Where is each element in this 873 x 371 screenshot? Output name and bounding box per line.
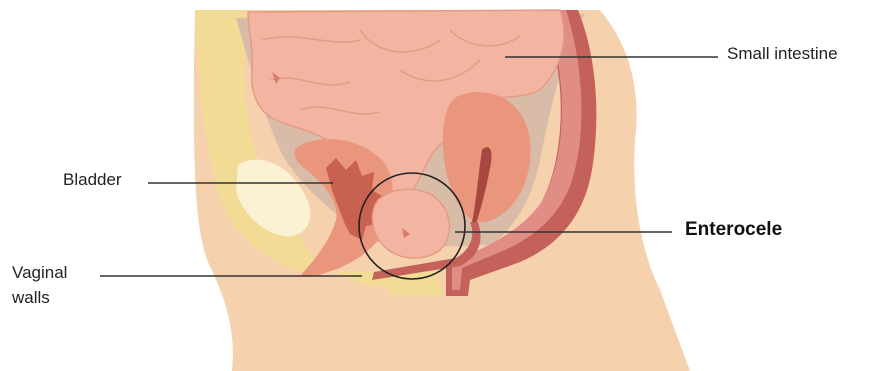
small-intestine-label: Small intestine (727, 43, 838, 64)
bladder-label: Bladder (63, 169, 122, 190)
vaginal-walls-label-line2: walls (12, 287, 50, 308)
vaginal-walls-label-line1: Vaginal (12, 262, 67, 283)
enterocele-label: Enterocele (685, 219, 782, 240)
